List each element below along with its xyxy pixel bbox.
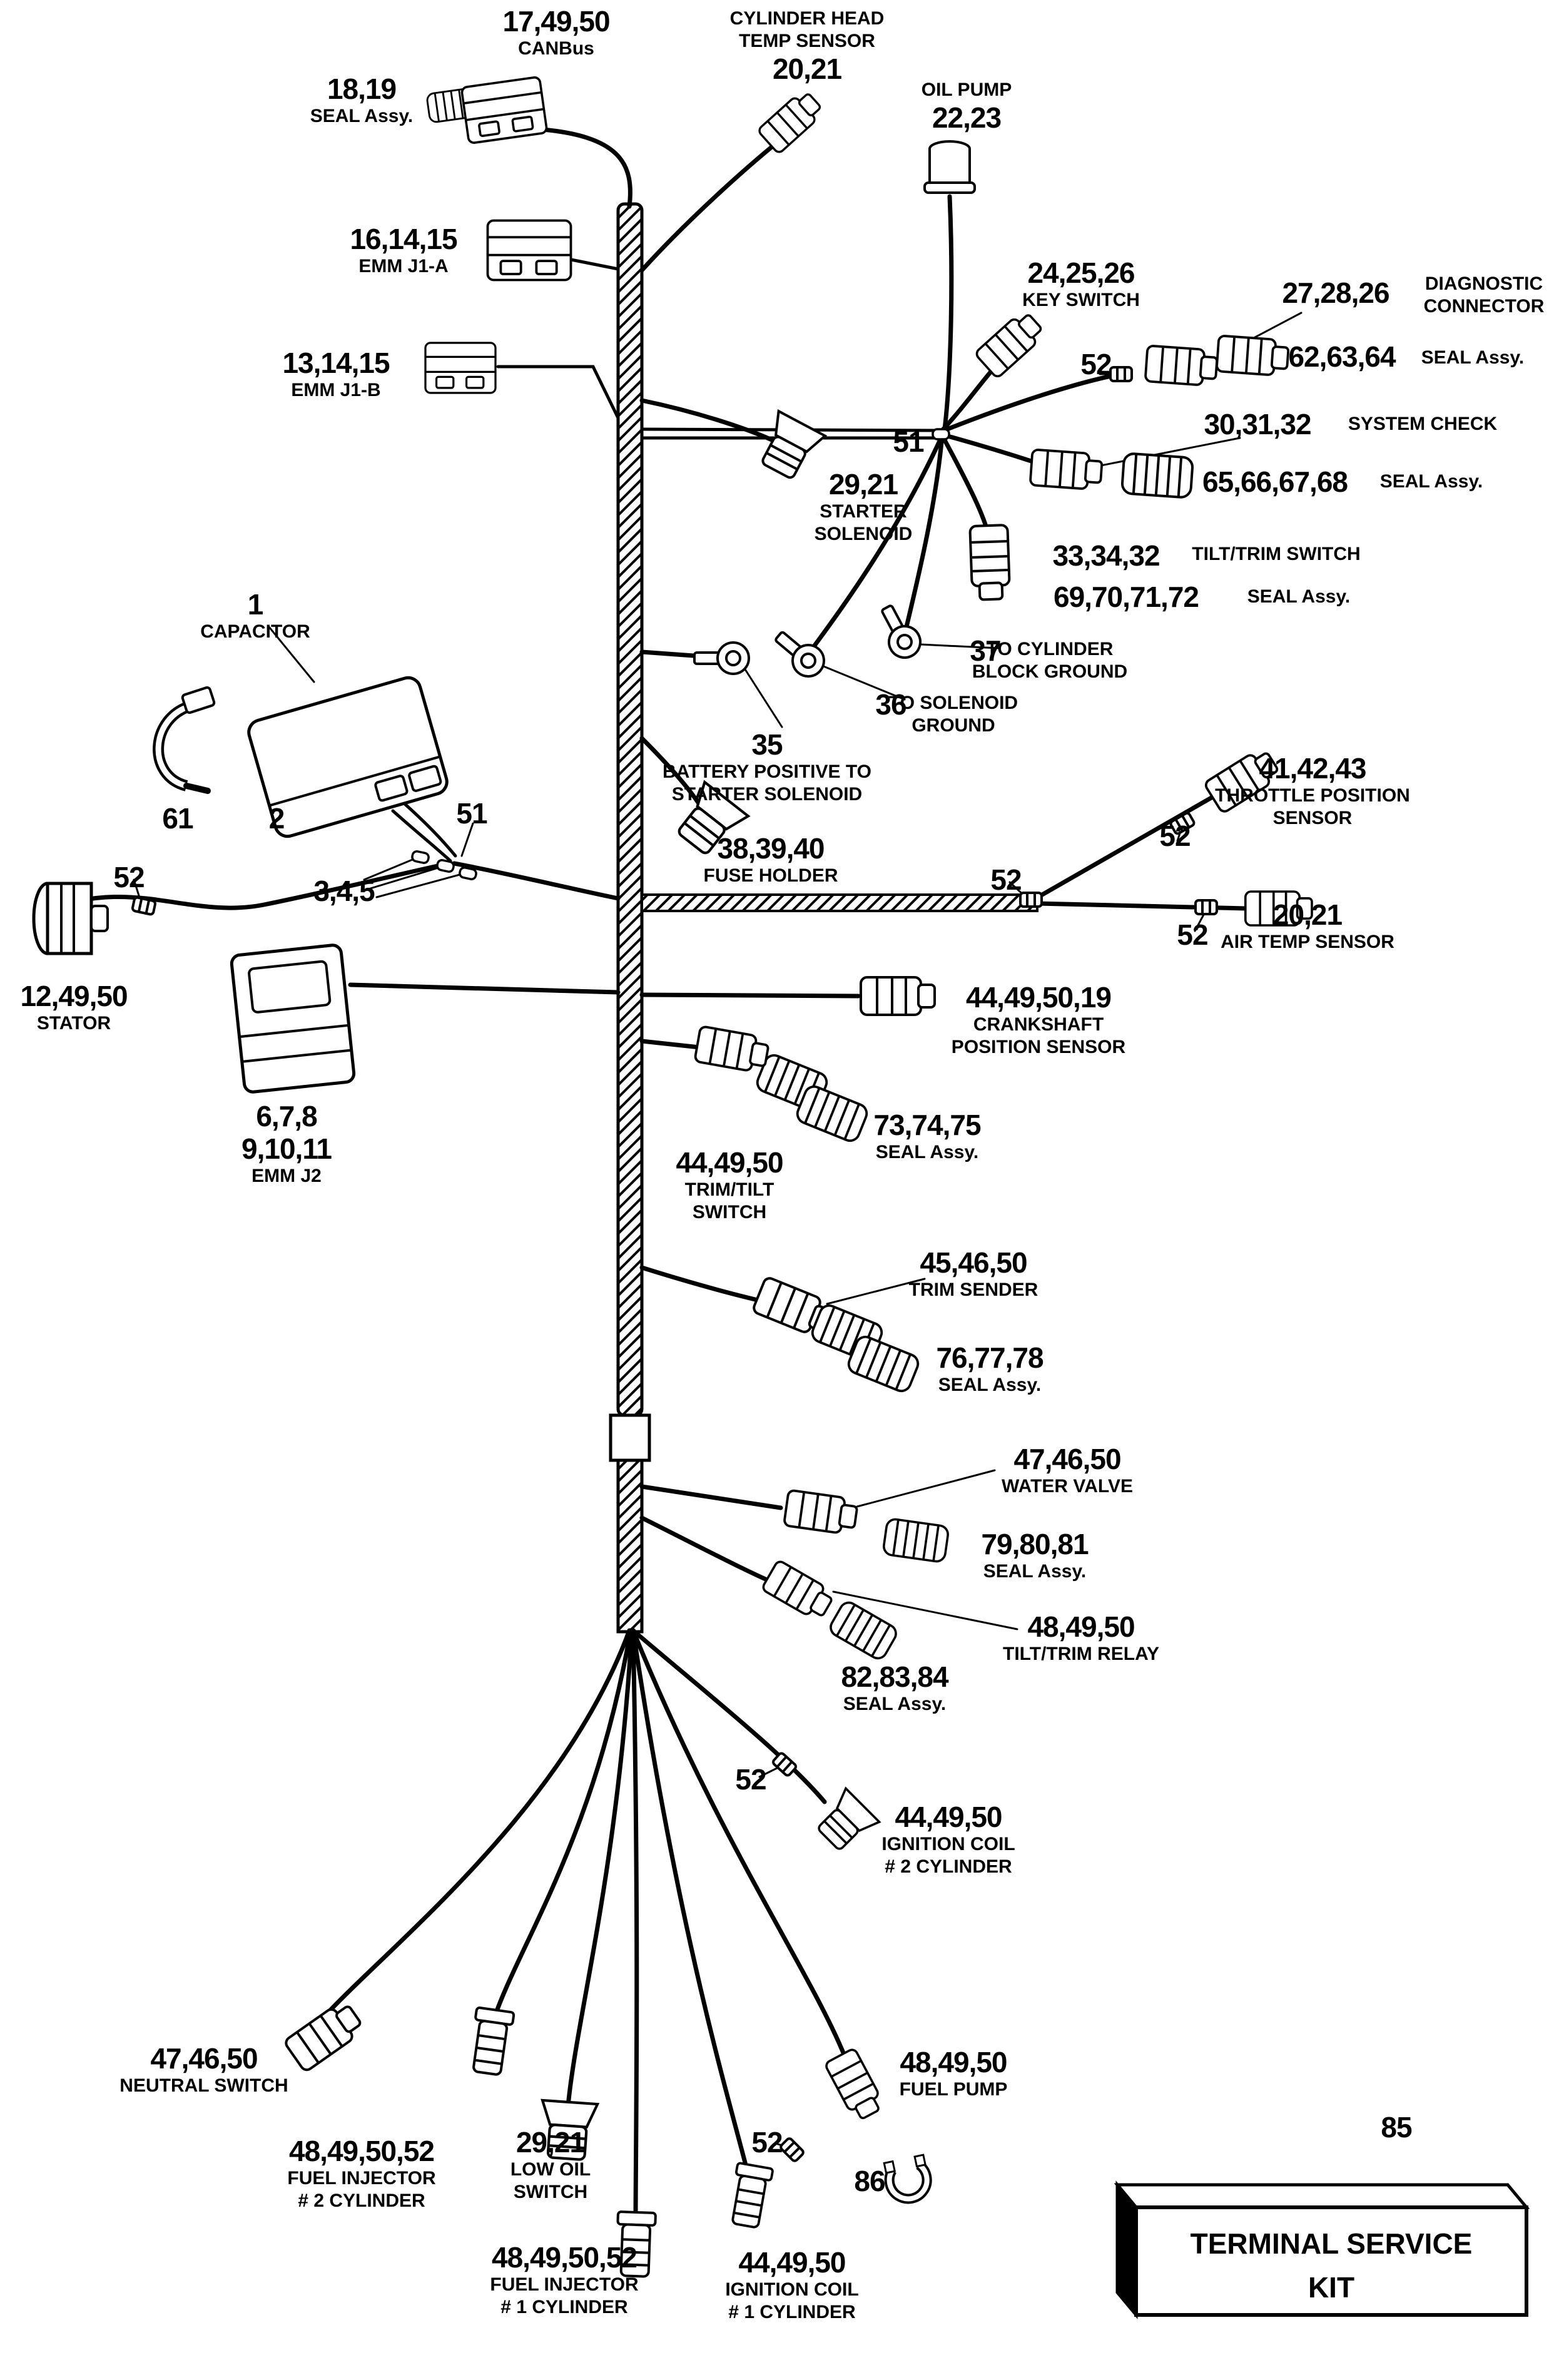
fuse-holder-connector [670,782,748,860]
wire-fuse-holder [639,736,704,811]
leader-water-valve [856,1469,996,1508]
clamp-52-coil2-icon [771,1751,798,1778]
wire-ground-36 [808,433,945,653]
leader-52-coil2 [758,1766,781,1778]
cable-tie-icon [153,686,216,794]
wire-low-oil-switch [566,1628,634,2108]
leader-345-a [363,857,417,881]
battery-positive-ring-terminal [693,641,750,675]
wire-capacitor-lead-2 [402,801,457,858]
retainer-clip-icon [883,2154,932,2204]
kit-title-line1: TERMINAL SERVICE [1191,2227,1473,2260]
wire-tilt-trim-relay [639,1515,779,1587]
harness-sleeve-lower [616,1458,644,1634]
leader-345-c [375,872,465,898]
system-check-connector [1028,448,1104,491]
terminal-service-kit-box: TERMINAL SERVICE KIT [1114,2180,1530,2319]
clamp-52-key-icon [1109,366,1133,382]
neutral-switch-connector [282,1998,367,2074]
seal-65-connector [1120,452,1195,499]
leader-capacitor [268,626,315,683]
key-switch-connector [973,307,1048,380]
seal-79-connector [881,1517,950,1564]
wire-oil-pump [942,194,954,432]
wire-neutral-switch [318,1628,632,2023]
low-oil-switch-connector [539,2100,597,2160]
ground-37-ring-terminal [873,601,926,663]
trim-tilt-switch-connector [693,1025,771,1075]
clamp-52-tps-icon [1168,810,1197,837]
air-temp-sensor-connector [1244,890,1313,927]
wire-throttle-position [1031,790,1224,902]
wire-stator [41,861,452,915]
diagnostic-seal-62 [1215,334,1291,377]
stator-connector [32,882,109,955]
leader-ground-37 [920,643,1000,649]
harness-joint [609,1413,651,1462]
emm-j1a-connector [486,219,572,282]
leader-trim-sender [826,1278,926,1305]
wire-fuel-injector-2 [489,1628,633,2028]
ignition-coil-1-connector [726,2161,774,2230]
fuel-pump-connector [823,2047,887,2124]
bullet-51-hub-icon [932,428,950,440]
leader-junction-51 [460,822,474,857]
capacitor-body [247,676,449,838]
starter-solenoid-connector [753,411,825,483]
leader-tilt-trim-relay [832,1590,1018,1630]
canbus-connector [460,75,549,145]
wire-trim-sender [639,1265,777,1306]
tilt-trim-switch-connector [970,525,1010,600]
bullet-3-icon [410,849,431,865]
wire-emm-j1b [496,365,620,420]
leader-battery-positive [741,663,783,728]
seal-76-b [845,1333,922,1395]
throttle-position-sensor-connector [1202,745,1284,815]
leader-345-b [369,866,442,890]
clamp-52-bottom-icon [779,2137,805,2162]
wire-junction-to-harness [452,861,621,901]
wire-tilt-trim-switch [940,433,990,533]
fuel-injector-1-connector [616,2212,656,2277]
wire-starter-solenoid [639,398,778,444]
wire-fuel-pump [631,1628,850,2065]
bullet-5-icon [457,865,479,882]
harness-branch-horizontal [641,893,1038,912]
wire-emm-j1a [566,257,620,271]
kit-title-line2: KIT [1308,2271,1354,2304]
clamp-52-stator-icon [131,895,157,917]
wire-trim-tilt-switch [639,1039,702,1050]
leader-system-check [1094,437,1241,468]
leader-52-air [1194,913,1205,932]
wire-water-valve [639,1484,783,1510]
wire-cylinder-head-temp [639,135,786,273]
emm-j2-connector [230,943,356,1094]
leader-ground-36 [821,664,906,701]
crankshaft-sensor-connector [860,976,936,1016]
bullet-4-icon [435,858,456,874]
wire-crankshaft-sensor [639,992,861,999]
wire-emm-j2 [348,982,621,995]
wire-capacitor-lead-1 [391,809,452,863]
emm-j1b-connector [424,342,497,394]
oil-pump-connector [923,140,976,194]
tilt-trim-relay-connector [760,1559,837,1624]
clamp-52-air-icon [1194,899,1218,915]
wire-canbus [533,126,632,209]
wire-ignition-coil-1 [631,1628,751,2177]
fuel-injector-2-connector [467,2006,515,2077]
wire-ignition-coil-2 [631,1628,827,1804]
wire-fuel-injector-1 [631,1628,639,2225]
seal-82-connector [826,1598,901,1663]
seal-73-b [793,1082,871,1145]
wire-ground-37 [903,433,945,632]
diagnostic-connector [1144,344,1219,387]
cylinder-head-temp-connector [756,87,826,155]
ground-36-ring-terminal [767,622,832,684]
water-valve-connector [782,1488,860,1537]
harness-sleeve-upper [616,202,644,1417]
clamp-52-fuse-icon [1019,892,1043,908]
